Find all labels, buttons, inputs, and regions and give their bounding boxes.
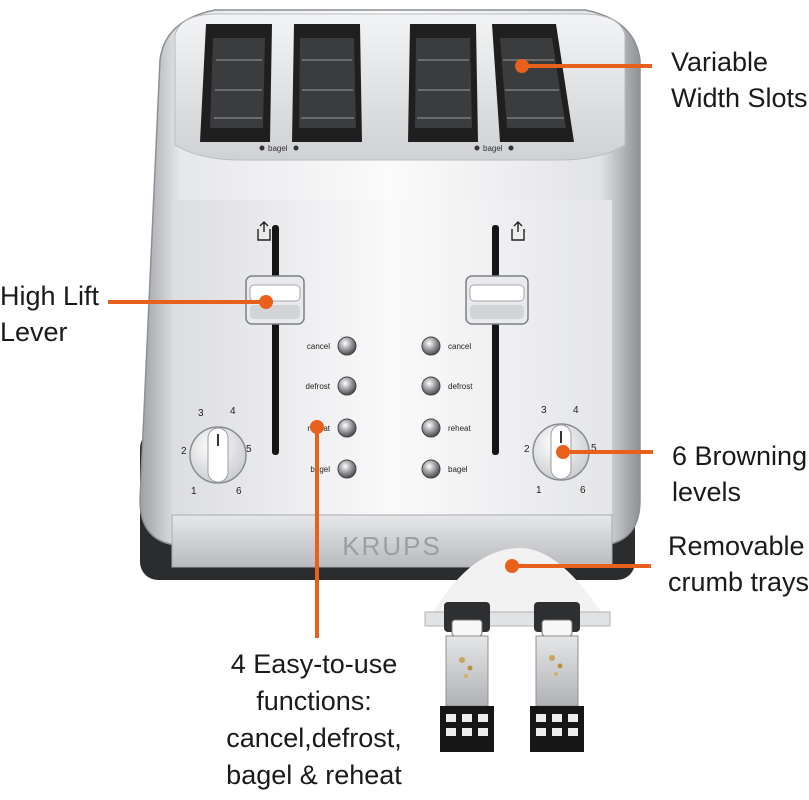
callout-removable-crumb-trays: Removable crumb trays <box>668 528 809 600</box>
button-right-bagel <box>421 459 441 479</box>
slot-marking-right-text: bagel <box>483 144 503 153</box>
button-left-defrost <box>337 376 357 396</box>
button-label-left-cancel: cancel <box>307 342 330 351</box>
dial-left-number-1: 1 <box>191 486 197 497</box>
lift-icon-right <box>511 221 525 241</box>
toaster: bagel bagel KRUPS <box>139 9 641 580</box>
dial-right-number-5: 5 <box>591 443 597 454</box>
lever-right <box>465 275 529 325</box>
dial-right-number-6: 6 <box>580 485 586 496</box>
slot-marking-left: bagel <box>259 144 299 153</box>
lever-track-left <box>272 225 279 455</box>
callout-line-crumb <box>505 559 651 573</box>
slot-marking-left-text: bagel <box>268 144 288 153</box>
callout-high-lift-lever: High Lift Lever <box>0 278 99 350</box>
callout-functions: 4 Easy-to-use functions: cancel,defrost,… <box>214 646 414 794</box>
button-right-reheat <box>421 418 441 438</box>
button-left-cancel <box>337 336 357 356</box>
lever-left <box>245 275 305 325</box>
browning-dial-left <box>189 426 247 484</box>
callout-functions-line-3: cancel,defrost, <box>226 723 402 753</box>
button-label-left-bagel: bagel <box>310 465 330 474</box>
callout-functions-line-2: functions: <box>256 686 372 716</box>
button-label-left-defrost: defrost <box>306 382 331 391</box>
crumb-tray-left <box>440 602 494 752</box>
callout-crumb-line-1: Removable <box>668 531 805 561</box>
dial-right-number-1: 1 <box>536 485 542 496</box>
bread-slot-4 <box>492 24 574 142</box>
callout-slots-line-2: Width Slots <box>671 83 808 113</box>
bread-slot-1 <box>200 24 272 142</box>
button-left-reheat <box>337 418 357 438</box>
bread-slots <box>200 24 574 142</box>
button-label-right-defrost: defrost <box>448 382 473 391</box>
dial-right-number-4: 4 <box>573 405 579 416</box>
callout-crumb-line-2: crumb trays <box>668 567 809 597</box>
callout-lever-line-1: High Lift <box>0 281 100 311</box>
button-right-defrost <box>421 376 441 396</box>
dial-left-number-2: 2 <box>181 446 187 457</box>
crumb-tray-inset <box>424 548 611 752</box>
dial-numbers-right: 1 2 3 4 5 6 <box>524 405 597 496</box>
callout-line-lever <box>108 295 273 309</box>
slot-marking-right: bagel <box>474 144 514 153</box>
callout-browning-levels: 6 Browning levels <box>672 438 807 510</box>
callout-lever-line-2: Lever <box>0 317 68 347</box>
callout-line-functions <box>310 420 324 638</box>
callout-line-browning <box>556 445 653 459</box>
button-right-cancel <box>421 336 441 356</box>
buttons-right: cancel defrost reheat bagel <box>421 336 473 479</box>
callout-variable-width-slots: Variable Width Slots <box>671 44 808 116</box>
callout-lines <box>108 59 653 638</box>
dial-left-number-5: 5 <box>246 444 252 455</box>
callout-line-slots <box>515 59 652 73</box>
brand-logo: KRUPS <box>342 531 442 561</box>
crumb-tray-right <box>530 602 584 752</box>
bread-slot-2 <box>292 24 362 142</box>
bread-slot-3 <box>408 24 478 142</box>
button-left-bagel <box>337 459 357 479</box>
button-label-right-reheat: reheat <box>448 424 471 433</box>
dial-left-number-4: 4 <box>230 406 236 417</box>
callout-slots-line-1: Variable <box>671 47 769 77</box>
button-label-right-bagel: bagel <box>448 465 468 474</box>
lift-icon-left <box>257 221 271 241</box>
dial-right-number-2: 2 <box>524 444 530 455</box>
dial-left-number-3: 3 <box>198 408 204 419</box>
callout-browning-line-2: levels <box>672 477 742 507</box>
callout-browning-line-1: 6 Browning <box>672 441 808 471</box>
callout-functions-line-4: bagel & reheat <box>226 760 402 790</box>
dial-right-number-3: 3 <box>541 405 547 416</box>
dial-left-number-6: 6 <box>236 486 242 497</box>
dial-numbers-left: 1 2 3 4 5 6 <box>181 406 252 497</box>
button-label-right-cancel: cancel <box>448 342 471 351</box>
callout-functions-line-1: 4 Easy-to-use <box>230 649 398 679</box>
lever-track-right <box>492 225 499 455</box>
